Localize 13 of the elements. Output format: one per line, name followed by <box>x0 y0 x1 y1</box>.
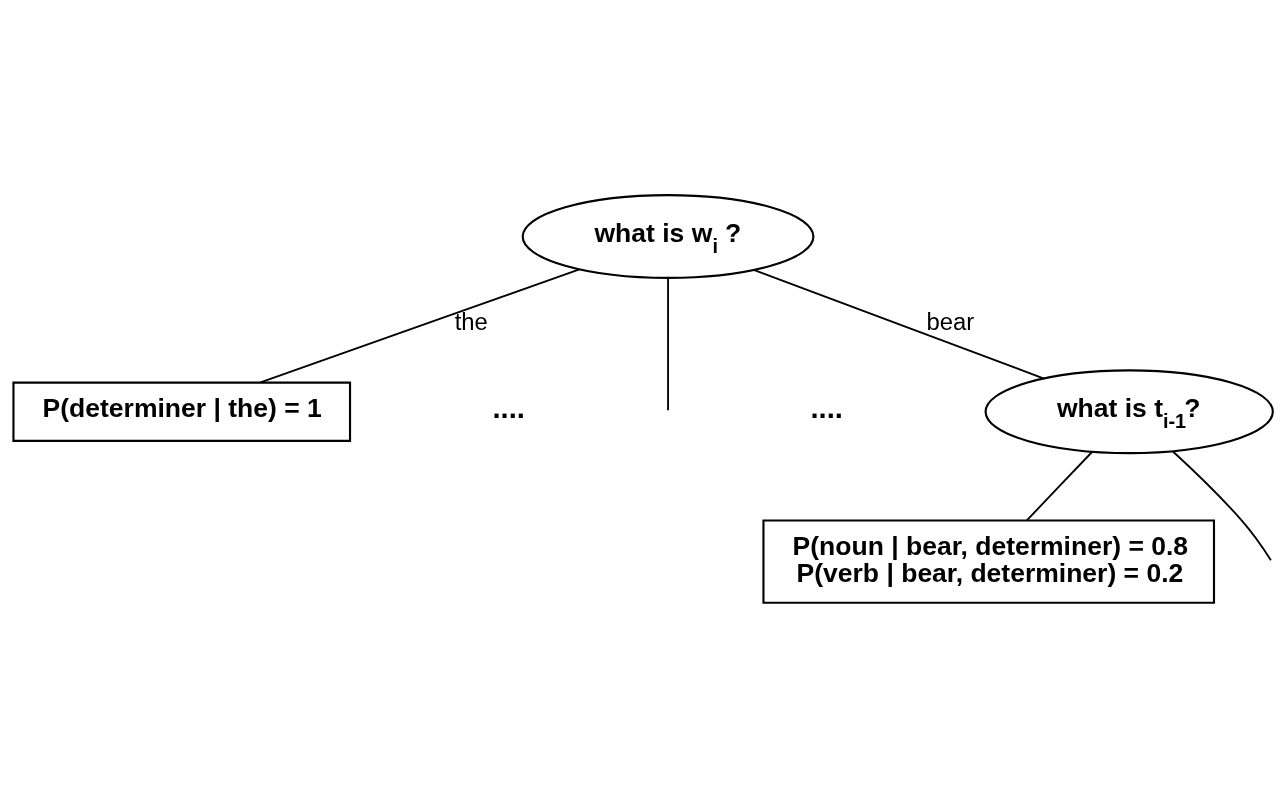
connector <box>752 268 1045 379</box>
node-ellipse: what is w$_{i}$ ? <box>521 193 815 279</box>
edge-label: the <box>454 307 488 335</box>
label: .... <box>492 391 525 424</box>
node-box: P(determiner | the) = 1 <box>12 381 352 442</box>
connector <box>259 267 581 383</box>
node-box: P(noun | bear, determiner) = 0.8 P(verb | bear, determiner) = 0.2 <box>762 519 1216 604</box>
node-ellipse: what is t$_{i-1}$? <box>984 368 1274 454</box>
connector <box>1171 449 1272 561</box>
label: .... <box>810 391 843 424</box>
connector <box>667 276 669 411</box>
connector <box>1025 450 1094 521</box>
edge-label: bear <box>926 307 975 335</box>
